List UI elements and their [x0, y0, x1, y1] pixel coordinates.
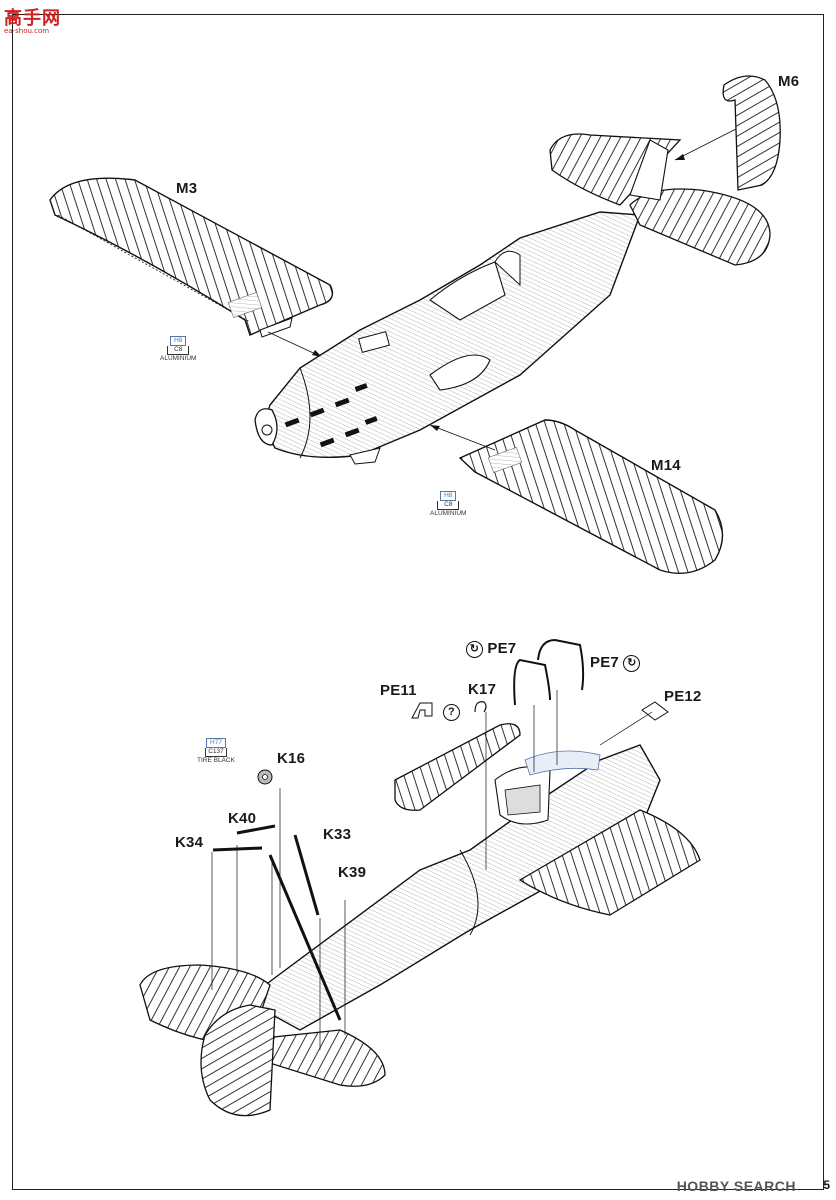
- tail-bottom: [139, 964, 386, 1117]
- part-label-m14: M14: [651, 457, 681, 474]
- wing-m14-leader: [429, 424, 496, 451]
- paint-code-c: C137: [204, 748, 227, 757]
- wing-m3-leader: [267, 331, 323, 358]
- paint-name: ALUMINIUM: [430, 510, 467, 517]
- question-icon: ?: [443, 703, 460, 721]
- bend-arrow-icon: ↻: [466, 640, 483, 658]
- paint-name: TIRE BLACK: [197, 757, 235, 764]
- optional-part-marker: ?: [443, 703, 460, 721]
- instruction-sheet-border: [12, 14, 824, 1190]
- bend-arrow-icon: ↻: [623, 654, 641, 672]
- part-label-k33: K33: [323, 826, 352, 843]
- part-label-m6: M6: [778, 73, 800, 90]
- paint-callout-aluminium-2: H8 C8 ALUMINIUM: [430, 491, 466, 518]
- part-label-pe7-right: PE7 ↻: [590, 654, 641, 672]
- fuselage-rear: [243, 744, 661, 1031]
- part-label-pe11: PE11: [380, 682, 417, 699]
- paint-callout-tire-black: H77 C137 TIRE BLACK: [197, 738, 235, 765]
- watermark-top: 高手网 ea-shou.com: [4, 8, 61, 35]
- small-parts: [212, 638, 669, 1021]
- part-label-pe7-left: ↻ PE7: [466, 640, 516, 658]
- lower-wings: [394, 723, 701, 916]
- leader-lines: [211, 690, 653, 1050]
- paint-callout-aluminium-1: H8 C8 ALUMINIUM: [160, 336, 196, 363]
- part-label-pe12: PE12: [664, 688, 702, 705]
- arrow-head: [675, 154, 685, 160]
- rudder-m6: [722, 75, 781, 191]
- part-label-k17: K17: [468, 681, 497, 698]
- paint-code-h: H8: [170, 336, 187, 346]
- paint-name: ALUMINIUM: [160, 355, 197, 362]
- part-label-k34: K34: [175, 834, 204, 851]
- wing-m14: [458, 419, 724, 574]
- tail-top: [549, 133, 771, 266]
- paint-code-h: H77: [206, 738, 226, 748]
- page-number: 5: [823, 1178, 830, 1192]
- part-label-k16: K16: [277, 750, 306, 767]
- part-label-k40: K40: [228, 810, 257, 827]
- paint-code-c: C8: [437, 501, 460, 510]
- arrow-head: [430, 425, 440, 431]
- paint-code-c: C8: [167, 346, 190, 355]
- watermark-bottom: HOBBY SEARCH: [676, 1178, 796, 1194]
- paint-code-h: H8: [440, 491, 457, 501]
- part-label-k39: K39: [338, 864, 367, 881]
- part-label-m3: M3: [176, 180, 198, 197]
- wing-m3: [49, 177, 334, 338]
- rudder-leader: [674, 127, 739, 161]
- fuselage-top: [254, 211, 641, 465]
